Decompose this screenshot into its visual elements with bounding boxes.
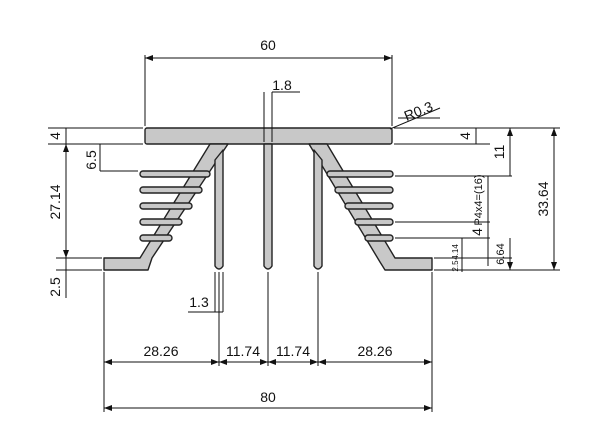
- left-fin-1: [139, 170, 211, 178]
- left-fin-3: [139, 202, 193, 210]
- right-inner-fin: [313, 149, 323, 270]
- dim-right-lower: 6.64: [495, 243, 507, 264]
- right-fin-5: [364, 234, 394, 242]
- dim-base-thickness-right: 4: [457, 132, 473, 140]
- dim-small-label-a: 2.5: [451, 260, 460, 272]
- dim-pitch: P4x4=(16): [473, 174, 485, 225]
- dim-total-height: 33.64: [535, 181, 551, 216]
- dimension-lines: [48, 55, 560, 412]
- dim-top-width: 60: [260, 37, 276, 53]
- dim-foot-thickness: 2.5: [47, 277, 63, 297]
- dim-segment-center-left: 11.74: [226, 343, 260, 359]
- dim-total-width: 80: [260, 389, 276, 405]
- dim-small-label-b: 4.14: [451, 244, 460, 260]
- dim-segment-center-right: 11.74: [276, 343, 310, 359]
- dim-fin-thickness: 1.3: [189, 294, 209, 310]
- left-inner-fin: [214, 149, 224, 270]
- dim-corner-radius: R0.3: [402, 98, 436, 124]
- dim-right-small-4: 4: [469, 228, 485, 236]
- dim-center-fin-thickness: 1.8: [272, 77, 292, 93]
- right-fin-2: [334, 186, 394, 194]
- heatsink-profile: [103, 127, 433, 271]
- dim-segment-left: 28.26: [143, 343, 178, 359]
- right-fin-3: [344, 202, 394, 210]
- left-fin-5: [139, 234, 173, 242]
- left-fin-4: [139, 218, 183, 226]
- dim-right-upper: 11: [491, 145, 507, 160]
- dim-fin-gap-top: 6.5: [83, 150, 99, 170]
- dim-segment-right: 28.26: [357, 343, 392, 359]
- left-fin-2: [139, 186, 203, 194]
- right-fin-4: [354, 218, 394, 226]
- base-plate: [144, 127, 393, 145]
- right-fin-1: [326, 170, 394, 178]
- center-fin: [263, 143, 273, 270]
- dim-left-height: 27.14: [47, 184, 63, 219]
- dim-base-thickness-left: 4: [47, 132, 63, 140]
